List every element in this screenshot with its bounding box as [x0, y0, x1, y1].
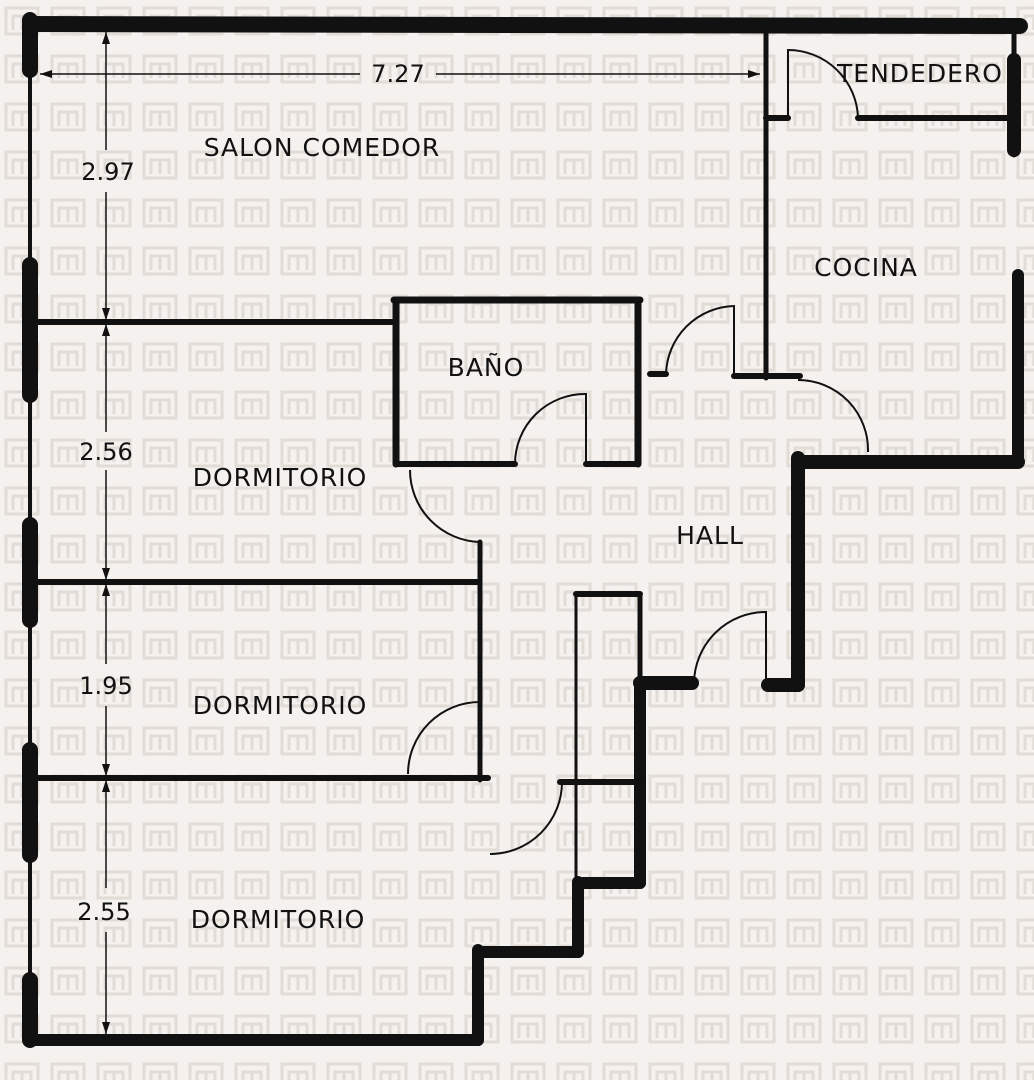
dimension-lines — [40, 32, 760, 1034]
door-dormitorio-1 — [409, 469, 481, 543]
dim-total-width: 7.27 — [371, 60, 424, 88]
door-entrance — [693, 610, 767, 684]
door-cocina-hall — [797, 379, 870, 453]
room-label-dormitorio-2: DORMITORIO — [193, 691, 368, 720]
room-label-salon: SALON COMEDOR — [204, 133, 441, 162]
room-label-dormitorio-3: DORMITORIO — [191, 905, 366, 934]
dim-salon-depth: 2.97 — [81, 158, 134, 186]
doors — [407, 48, 870, 855]
interior-walls — [33, 27, 1017, 954]
door-dormitorio-2 — [407, 701, 481, 775]
room-label-bano: BAÑO — [448, 352, 525, 382]
door-cocina — [665, 304, 735, 375]
door-tendedero — [787, 48, 859, 119]
room-label-cocina: COCINA — [814, 253, 918, 282]
room-label-dormitorio-1: DORMITORIO — [193, 463, 368, 492]
door-dormitorio-3 — [489, 781, 563, 855]
dim-dormitorio-3-depth: 2.55 — [77, 898, 130, 926]
room-label-tendedero: TENDEDERO — [836, 59, 1003, 88]
room-label-hall: HALL — [676, 521, 744, 550]
dim-dormitorio-1-depth: 2.56 — [79, 438, 132, 466]
door-bano — [514, 392, 587, 465]
dim-dormitorio-2-depth: 1.95 — [79, 672, 132, 700]
